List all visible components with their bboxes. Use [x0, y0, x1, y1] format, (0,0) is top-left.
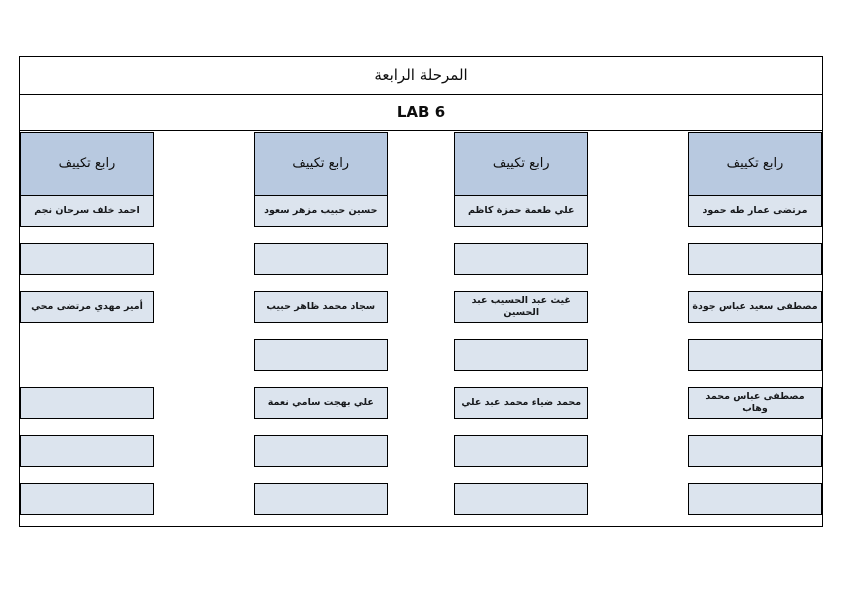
stage-title-row: المرحلة الرابعة: [20, 57, 822, 95]
student-empty-cell-c1-r2[interactable]: [688, 243, 822, 275]
student-name-cell-c2-r3[interactable]: غيث عبد الحسيب عبد الحسين: [454, 291, 589, 323]
student-name-cell-c1-r3[interactable]: مصطفى سعيد عباس جودة: [688, 291, 822, 323]
column-header-3: رابع تكييف: [253, 132, 388, 195]
student-empty-cell-c4-r2[interactable]: [20, 243, 154, 275]
student-name-cell-c3-r3[interactable]: سجاد محمد ظاهر حبيب: [253, 291, 388, 323]
student-empty-cell-c3-r7[interactable]: [253, 483, 388, 515]
student-name-cell-c4-r3[interactable]: أمير مهدي مرتضى محي: [20, 291, 154, 323]
student-name-cell-c3-r5[interactable]: علي بهجت سامي نعمة: [253, 387, 388, 419]
cell-wrap: [221, 483, 422, 515]
student-empty-cell-c2-r6[interactable]: [454, 435, 589, 467]
cell-wrap: أمير مهدي مرتضى محي: [20, 291, 221, 323]
cell-wrap: [421, 435, 622, 467]
student-name-cell-c2-r1[interactable]: علي طعمة حمزة كاظم: [454, 195, 589, 227]
cell-wrap: مصطفى سعيد عباس جودة: [622, 291, 822, 323]
cell-wrap: مرتضى عمار طه حمود: [622, 195, 822, 227]
student-empty-cell-c1-r4[interactable]: [688, 339, 822, 371]
cell-wrap: [622, 339, 822, 371]
column-header-wrap: رابع تكييف: [421, 132, 622, 195]
cell-wrap: علي طعمة حمزة كاظم: [421, 195, 622, 227]
cell-wrap: [421, 243, 622, 275]
cell-wrap: [221, 339, 422, 371]
student-empty-cell-c2-r7[interactable]: [454, 483, 589, 515]
cell-wrap: سجاد محمد ظاهر حبيب: [221, 291, 422, 323]
student-empty-cell-c4-r5[interactable]: [20, 387, 154, 419]
cell-wrap: [622, 243, 822, 275]
column-header-1: رابع تكييف: [688, 132, 822, 195]
student-empty-cell-c2-r4[interactable]: [454, 339, 589, 371]
student-cell-blank-c4-r4: [20, 339, 154, 371]
student-empty-cell-c3-r4[interactable]: [253, 339, 388, 371]
page-title: المرحلة الرابعة: [374, 66, 468, 84]
cell-wrap: محمد ضياء محمد عبد علي: [421, 387, 622, 419]
cell-wrap: غيث عبد الحسيب عبد الحسين: [421, 291, 622, 323]
cell-wrap: [20, 483, 221, 515]
student-empty-cell-c1-r7[interactable]: [688, 483, 822, 515]
column-header-2: رابع تكييف: [454, 132, 589, 195]
cell-wrap: [20, 243, 221, 275]
student-empty-cell-c2-r2[interactable]: [454, 243, 589, 275]
student-name-cell-c1-r1[interactable]: مرتضى عمار طه حمود: [688, 195, 822, 227]
cell-wrap: [421, 483, 622, 515]
student-name-cell-c2-r5[interactable]: محمد ضياء محمد عبد علي: [454, 387, 589, 419]
cell-wrap: [221, 435, 422, 467]
column-header-wrap: رابع تكييف: [221, 132, 422, 195]
cell-wrap: علي بهجت سامي نعمة: [221, 387, 422, 419]
student-name-cell-c4-r1[interactable]: احمد خلف سرحان نجم: [20, 195, 154, 227]
cell-wrap: [20, 435, 221, 467]
cell-wrap: [221, 243, 422, 275]
column-header-wrap: رابع تكييف: [20, 132, 221, 195]
cell-wrap: حسين حبيب مزهر سعود: [221, 195, 422, 227]
cell-wrap: مصطفى عباس محمد وهاب: [622, 387, 822, 419]
student-empty-cell-c4-r6[interactable]: [20, 435, 154, 467]
student-empty-cell-c3-r6[interactable]: [253, 435, 388, 467]
cell-wrap: [20, 387, 221, 419]
student-name-cell-c3-r1[interactable]: حسين حبيب مزهر سعود: [253, 195, 388, 227]
student-empty-cell-c4-r7[interactable]: [20, 483, 154, 515]
column-header-wrap: رابع تكييف: [622, 132, 822, 195]
column-header-4: رابع تكييف: [20, 132, 154, 195]
lab-title-row: LAB 6: [20, 95, 822, 131]
student-empty-cell-c1-r6[interactable]: [688, 435, 822, 467]
cell-wrap: [421, 339, 622, 371]
cell-wrap: [622, 483, 822, 515]
cell-wrap: [622, 435, 822, 467]
cell-wrap: احمد خلف سرحان نجم: [20, 195, 221, 227]
student-name-cell-c1-r5[interactable]: مصطفى عباس محمد وهاب: [688, 387, 822, 419]
lab-title: LAB 6: [396, 103, 446, 121]
cell-wrap: [20, 339, 221, 371]
student-empty-cell-c3-r2[interactable]: [253, 243, 388, 275]
